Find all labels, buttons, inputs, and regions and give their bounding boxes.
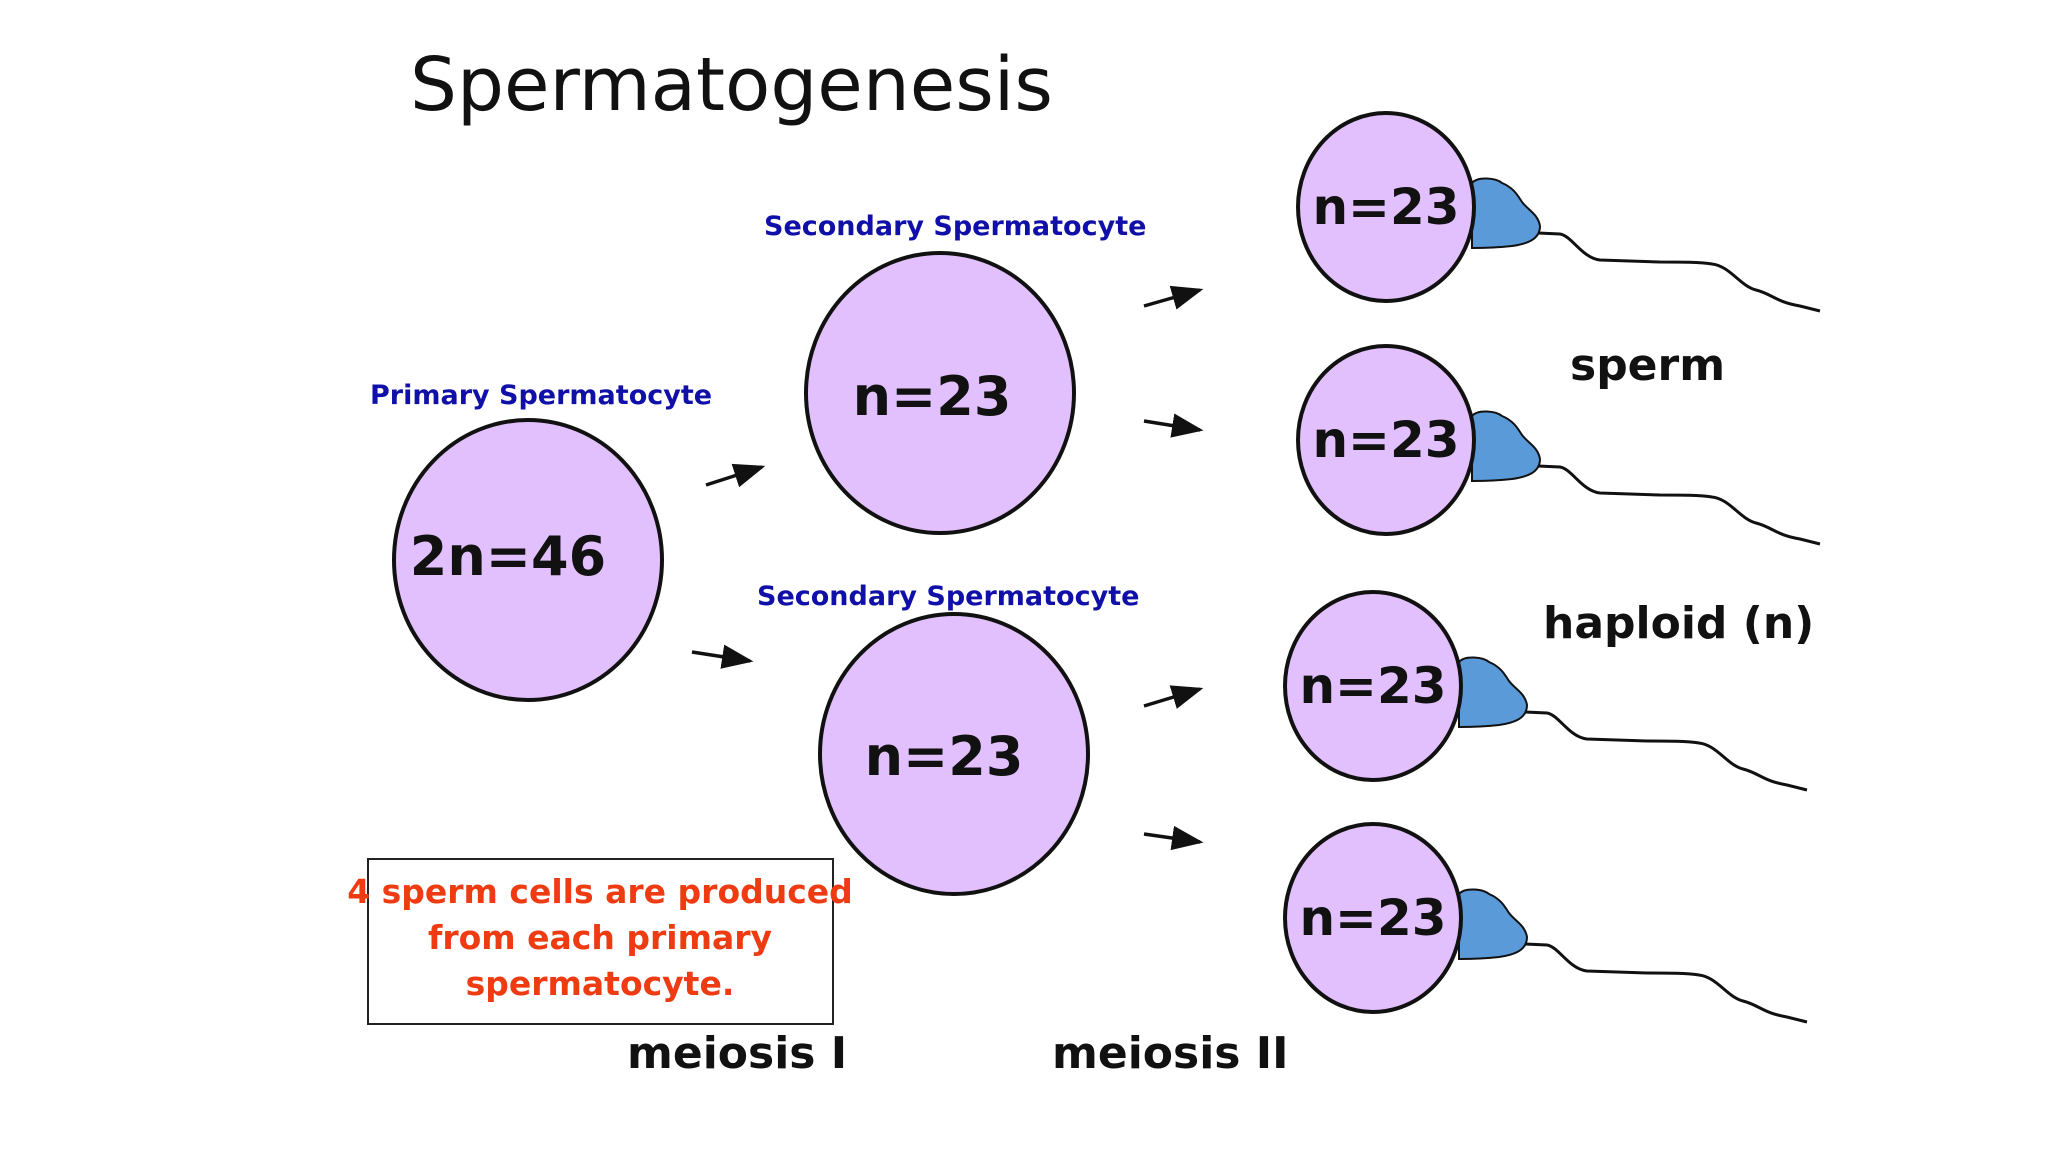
sperm-head-1 [1471, 177, 1542, 250]
primary-spermatocyte-cell [392, 418, 664, 702]
secondary-spermatocyte-top-cell [804, 251, 1076, 535]
sperm-body-2 [1296, 344, 1476, 536]
sperm-head-2 [1471, 410, 1542, 483]
arrow-secondary-to-sperm-1 [1143, 285, 1204, 310]
sperm-tail-2 [1537, 464, 1821, 546]
note-line-1: 4 sperm cells are produced [347, 872, 853, 911]
note-box [367, 858, 834, 1025]
note-line-2: from each primary [428, 918, 772, 957]
sperm-label: sperm [1570, 340, 1725, 391]
sperm-tail-1 [1537, 231, 1821, 313]
secondary-spermatocyte-bottom-value: n=23 [865, 725, 1024, 788]
secondary-spermatocyte-top-value: n=23 [853, 365, 1012, 428]
secondary-spermatocyte-top-label: Secondary Spermatocyte [764, 211, 1146, 242]
sperm-tail-4 [1524, 942, 1808, 1024]
sperm-value-3: n=23 [1299, 657, 1446, 715]
page-title: Spermatogenesis [410, 42, 1053, 128]
arrow-primary-to-secondary-top [705, 463, 766, 488]
sperm-cell-1: n=23 [1296, 111, 1821, 313]
sperm-body-1 [1296, 111, 1476, 303]
meiosis-1-label: meiosis I [627, 1028, 847, 1079]
arrow-secondary-to-sperm-2 [1143, 413, 1204, 438]
arrow-secondary-to-sperm-4 [1143, 825, 1204, 851]
secondary-spermatocyte-bottom-label: Secondary Spermatocyte [757, 581, 1139, 612]
primary-spermatocyte-value: 2n=46 [410, 525, 606, 588]
haploid-label: haploid (n) [1543, 598, 1814, 649]
sperm-value-1: n=23 [1312, 178, 1459, 236]
meiosis-2-label: meiosis II [1052, 1028, 1289, 1079]
sperm-cell-3: n=23 [1283, 590, 1808, 792]
sperm-cell-2: n=23 [1296, 344, 1821, 546]
arrow-primary-to-secondary-bottom [691, 644, 754, 669]
sperm-body-4 [1283, 822, 1463, 1014]
sperm-value-2: n=23 [1312, 411, 1459, 469]
sperm-body-3 [1283, 590, 1463, 782]
secondary-spermatocyte-bottom-cell [818, 612, 1090, 896]
sperm-tail-3 [1524, 710, 1808, 792]
arrow-secondary-to-sperm-3 [1143, 685, 1204, 709]
sperm-value-4: n=23 [1299, 889, 1446, 947]
sperm-cell-4: n=23 [1283, 822, 1808, 1024]
primary-spermatocyte-label: Primary Spermatocyte [370, 380, 712, 411]
sperm-head-3 [1458, 656, 1529, 729]
note-line-3: spermatocyte. [466, 964, 735, 1003]
sperm-head-4 [1458, 888, 1529, 961]
